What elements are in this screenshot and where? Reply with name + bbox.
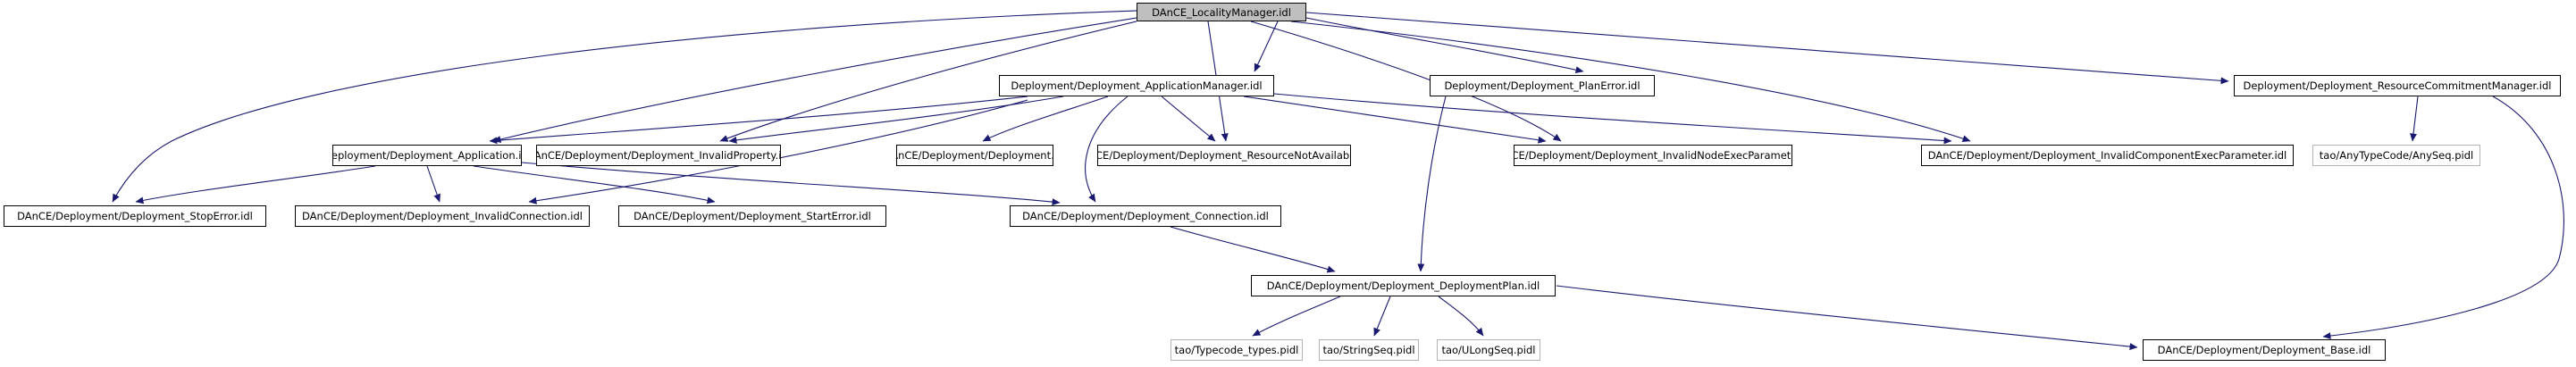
edge-locality-to-planerror [1305,17,1584,74]
edge-rescommgr-to-anyseq [2410,96,2419,142]
node-invalidconn[interactable]: DAnCE/Deployment/Deployment_InvalidConne… [295,205,590,227]
node-planerror[interactable]: Deployment/Deployment_PlanError.idl [1430,75,1655,96]
edge-locality-to-application [492,17,1137,143]
node-application[interactable]: Deployment/Deployment_Application.idl [332,145,522,166]
node-label-base: DAnCE/Deployment/Deployment_Base.idl [2157,344,2371,356]
node-deployment[interactable]: DAnCE/Deployment/Deployment.idl [896,145,1053,166]
edge-deplplan-to-base [1556,285,2138,351]
node-starterror[interactable]: DAnCE/Deployment/Deployment_StartError.i… [618,205,886,227]
node-label-planerror: Deployment/Deployment_PlanError.idl [1444,79,1640,92]
node-label-stringseq: tao/StringSeq.pidl [1322,344,1415,356]
node-appmgr[interactable]: Deployment/Deployment_ApplicationManager… [999,75,1274,96]
edge-application-to-connection [521,162,1061,206]
node-label-locality: DAnCE_LocalityManager.idl [1152,5,1291,19]
node-deplplan[interactable]: DAnCE/Deployment/Deployment_DeploymentPl… [1251,275,1556,296]
node-invalidprop[interactable]: DAnCE/Deployment/Deployment_InvalidPrope… [536,145,781,166]
edge-locality-to-invalidcomp [1290,21,1971,143]
node-label-invalidnode: DAnCE/Deployment/Deployment_InvalidNodeE… [1514,149,1791,162]
node-invalidnode[interactable]: DAnCE/Deployment/Deployment_InvalidNodeE… [1514,145,1792,166]
edge-deplplan-to-ulongseq [1438,296,1484,337]
edge-appmgr-to-invalidnode [1243,96,1547,144]
node-label-invalidconn: DAnCE/Deployment/Deployment_InvalidConne… [302,210,583,222]
node-label-deployment: DAnCE/Deployment/Deployment.idl [897,149,1053,162]
node-label-rescommgr: Deployment/Deployment_ResourceCommitment… [2243,79,2552,92]
edge-connection-to-deplplan [1170,226,1336,273]
edge-locality-to-invalidprop [719,21,1137,142]
edge-locality-to-rescommgr [1305,12,2229,85]
edge-locality-to-appmgr [1254,21,1279,72]
edge-deplplan-to-stringseq [1373,296,1391,337]
node-label-ulongseq: tao/ULongSeq.pidl [1441,344,1536,356]
edge-application-to-invalidconn [426,165,441,203]
node-label-connection: DAnCE/Deployment/Deployment_Connection.i… [1022,210,1269,222]
node-invalidcomp[interactable]: DAnCE/Deployment/Deployment_InvalidCompo… [1921,145,2294,166]
edge-appmgr-to-invalidcomp [1273,93,1952,145]
edge-appmgr-to-invalidconn [528,99,1028,204]
node-ulongseq: tao/ULongSeq.pidl [1437,339,1540,361]
edge-planerror-to-deplplan [1417,96,1447,272]
node-label-stoperror: DAnCE/Deployment/Deployment_StopError.id… [17,210,253,222]
node-label-typecode: tao/Typecode_types.pidl [1174,344,1299,356]
edge-appmgr-to-deployment [982,96,1109,142]
node-label-invalidprop: DAnCE/Deployment/Deployment_InvalidPrope… [536,149,781,162]
edge-locality-to-stoperror [112,10,1137,203]
edge-application-to-starterror [473,165,716,204]
node-resnotavail[interactable]: DAnCE/Deployment/Deployment_ResourceNotA… [1097,145,1351,166]
edge-appmgr-to-resnotavail [1161,96,1216,142]
node-typecode: tao/Typecode_types.pidl [1171,339,1303,361]
edge-appmgr-to-application [489,96,1028,145]
edge-appmgr-to-invalidprop [728,96,1064,144]
node-label-appmgr: Deployment/Deployment_ApplicationManager… [1011,79,1263,92]
node-anyseq: tao/AnyTypeCode/AnySeq.pidl [2312,145,2480,166]
edge-application-to-stoperror [135,165,376,204]
node-stoperror[interactable]: DAnCE/Deployment/Deployment_StopError.id… [4,205,266,227]
node-label-resnotavail: DAnCE/Deployment/Deployment_ResourceNotA… [1098,149,1350,162]
edges-group [112,10,2564,351]
node-base[interactable]: DAnCE/Deployment/Deployment_Base.idl [2143,339,2386,361]
node-label-deplplan: DAnCE/Deployment/Deployment_DeploymentPl… [1266,279,1540,292]
edge-deplplan-to-typecode [1252,296,1341,337]
node-locality: DAnCE_LocalityManager.idl [1137,3,1306,21]
node-connection[interactable]: DAnCE/Deployment/Deployment_Connection.i… [1010,205,1281,227]
node-label-starterror: DAnCE/Deployment/Deployment_StartError.i… [634,210,871,222]
edge-appmgr-to-connection [1085,96,1129,203]
edge-rescommgr-to-base [2322,96,2564,340]
node-label-anyseq: tao/AnyTypeCode/AnySeq.pidl [2319,149,2474,162]
node-rescommgr[interactable]: Deployment/Deployment_ResourceCommitment… [2234,75,2561,96]
node-stringseq: tao/StringSeq.pidl [1319,339,1419,361]
node-label-invalidcomp: DAnCE/Deployment/Deployment_InvalidCompo… [1927,149,2287,162]
node-label-application: Deployment/Deployment_Application.idl [332,149,522,162]
